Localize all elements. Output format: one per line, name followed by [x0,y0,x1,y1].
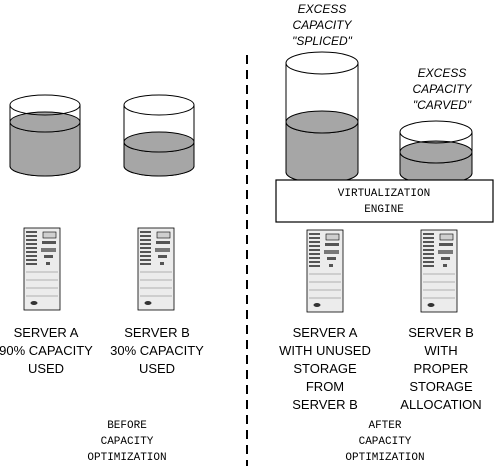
svg-text:30% CAPACITY: 30% CAPACITY [110,343,204,358]
engine-label: VIRTUALIZATION ENGINE [338,188,430,216]
svg-text:EXCESS: EXCESS [418,66,467,80]
after-caption: AFTER CAPACITY OPTIMIZATION [345,420,424,464]
svg-text:90% CAPACITY: 90% CAPACITY [0,343,93,358]
server-tower-icon [420,229,458,313]
server-a-after-label: SERVER A WITH UNUSED STORAGE FROM SERVER… [279,325,371,412]
storage-cylinder-icon [123,94,195,177]
storage-cylinder-icon [9,94,81,177]
svg-text:OPTIMIZATION: OPTIMIZATION [345,452,424,464]
svg-text:SERVER B: SERVER B [408,325,474,340]
svg-text:"CARVED": "CARVED" [413,98,472,112]
svg-text:WITH: WITH [424,343,457,358]
carved-label: EXCESS CAPACITY "CARVED" [412,66,472,112]
svg-text:BEFORE: BEFORE [107,420,147,432]
storage-cylinder-icon [285,51,359,184]
svg-text:PROPER: PROPER [414,361,469,376]
server-b-before-label: SERVER B 30% CAPACITY USED [110,325,204,376]
server-tower-icon [306,229,344,313]
svg-text:VIRTUALIZATION: VIRTUALIZATION [338,188,430,200]
svg-text:CAPACITY: CAPACITY [359,436,412,448]
svg-text:USED: USED [28,361,64,376]
server-a-before-label: SERVER A 90% CAPACITY USED [0,325,93,376]
before-caption: BEFORE CAPACITY OPTIMIZATION [87,420,166,464]
svg-text:SERVER B: SERVER B [292,397,358,412]
svg-text:ENGINE: ENGINE [364,204,404,216]
spliced-label: EXCESS CAPACITY "SPLICED" [292,2,353,48]
svg-text:SERVER A: SERVER A [293,325,358,340]
svg-text:CAPACITY: CAPACITY [101,436,154,448]
svg-text:"SPLICED": "SPLICED" [292,34,353,48]
svg-text:STORAGE: STORAGE [409,379,473,394]
server-tower-icon [137,227,175,311]
svg-text:CAPACITY: CAPACITY [292,18,352,32]
virtualization-engine-box [275,179,494,223]
svg-text:ALLOCATION: ALLOCATION [400,397,481,412]
server-tower-icon [23,227,61,311]
svg-text:USED: USED [139,361,175,376]
svg-text:CAPACITY: CAPACITY [412,82,472,96]
svg-text:OPTIMIZATION: OPTIMIZATION [87,452,166,464]
svg-text:SERVER B: SERVER B [124,325,190,340]
server-b-after-label: SERVER B WITH PROPER STORAGE ALLOCATION [400,325,481,412]
svg-text:FROM: FROM [306,379,344,394]
svg-text:AFTER: AFTER [368,420,401,432]
svg-text:WITH UNUSED: WITH UNUSED [279,343,371,358]
storage-cylinder-icon [399,120,473,185]
svg-text:STORAGE: STORAGE [293,361,357,376]
svg-text:SERVER A: SERVER A [14,325,79,340]
svg-text:EXCESS: EXCESS [298,2,347,16]
